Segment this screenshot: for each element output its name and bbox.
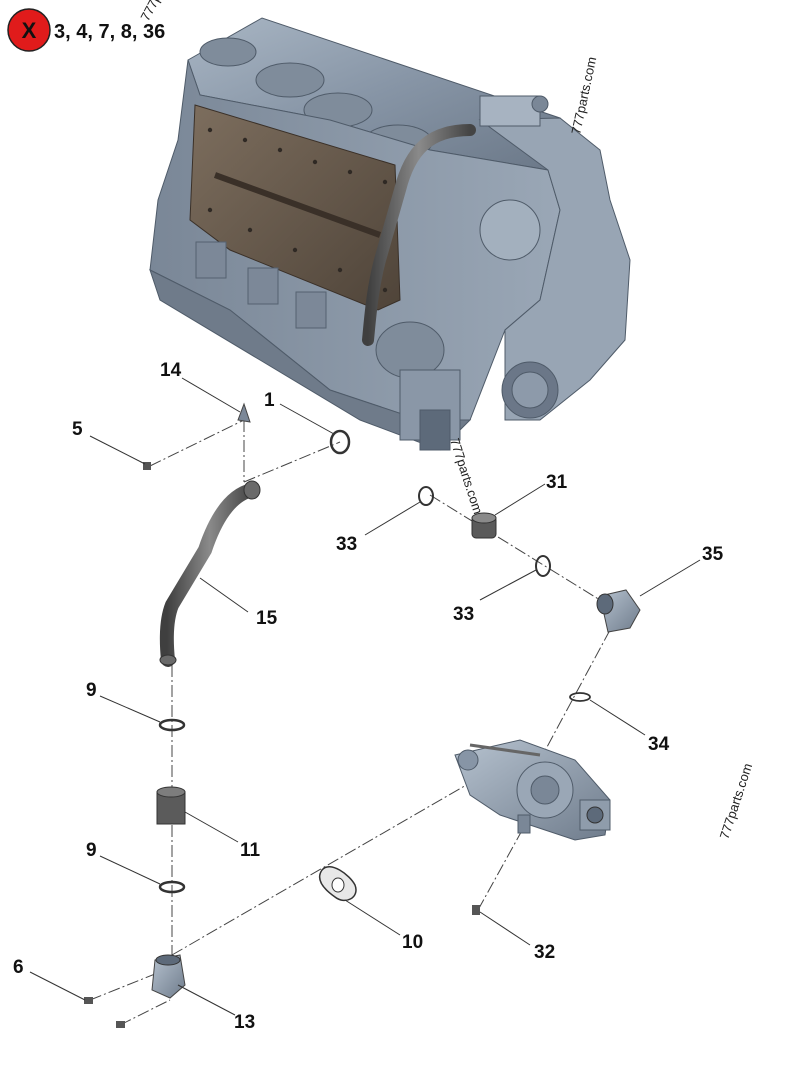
leader-lines bbox=[29, 377, 701, 1016]
cover-bolts bbox=[207, 127, 388, 293]
part-13-elbow bbox=[151, 954, 186, 999]
callout-13: 13 bbox=[234, 1012, 255, 1033]
part-34-oring bbox=[569, 692, 591, 702]
engine-block bbox=[149, 17, 631, 451]
callout-labels: 14 1 5 15 31 33 33 35 34 9 11 9 10 32 6 … bbox=[13, 360, 724, 1033]
part-5-bolt bbox=[143, 462, 151, 470]
part-13-bolt bbox=[116, 1021, 125, 1028]
part-9-clamp-lower bbox=[158, 880, 186, 894]
part-10-gasket bbox=[318, 865, 357, 902]
excluded-badge-x-icon: X bbox=[22, 18, 37, 43]
callout-35: 35 bbox=[702, 544, 724, 565]
part-water-pump bbox=[454, 739, 611, 841]
part-9-clamp-upper bbox=[158, 718, 186, 732]
part-33-oring-upper bbox=[418, 486, 434, 506]
part-32-bolt bbox=[472, 905, 480, 915]
block-ribs bbox=[195, 241, 327, 329]
excluded-items-header: X 3, 4, 7, 8, 36 bbox=[7, 8, 165, 52]
callout-10: 10 bbox=[402, 932, 423, 953]
part-15-tube bbox=[159, 483, 259, 667]
part-33-oring-lower bbox=[535, 555, 551, 577]
callout-9-lower: 9 bbox=[86, 840, 97, 861]
watermark-right: 777parts.com bbox=[717, 761, 756, 841]
callout-5: 5 bbox=[72, 419, 83, 440]
excluded-items-text: 3, 4, 7, 8, 36 bbox=[54, 21, 165, 43]
part-11-hose bbox=[156, 786, 186, 825]
part-14-bracket bbox=[237, 402, 251, 423]
callout-33-upper: 33 bbox=[336, 534, 357, 555]
callout-15: 15 bbox=[256, 608, 278, 629]
callout-33-lower: 33 bbox=[453, 604, 474, 625]
callout-9-upper: 9 bbox=[86, 680, 97, 701]
watermark-center: 777parts.com bbox=[447, 436, 486, 516]
part-1-oring bbox=[329, 429, 351, 455]
callout-14: 14 bbox=[160, 360, 182, 381]
assembly-centerlines bbox=[89, 419, 611, 1026]
callout-6: 6 bbox=[13, 957, 24, 978]
excluded-badge bbox=[7, 8, 51, 52]
part-31-sleeve bbox=[471, 512, 497, 539]
callout-1: 1 bbox=[264, 390, 275, 411]
callout-11: 11 bbox=[240, 840, 261, 861]
part-6-bolt bbox=[84, 997, 93, 1004]
callout-31: 31 bbox=[546, 472, 568, 493]
part-35-elbow bbox=[596, 589, 641, 633]
watermark-top-left: 777parts.com bbox=[137, 0, 187, 23]
callout-32: 32 bbox=[534, 942, 555, 963]
callout-34: 34 bbox=[648, 734, 670, 755]
watermark-top-right: 777parts.com bbox=[568, 55, 599, 135]
